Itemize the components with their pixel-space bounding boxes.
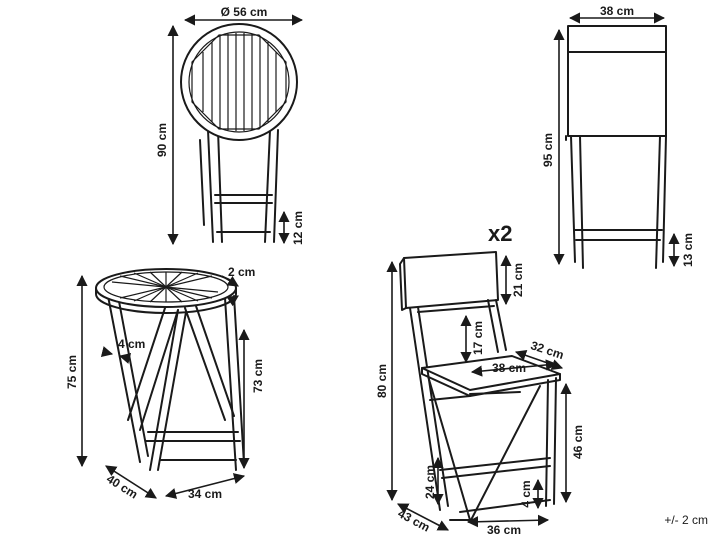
- tolerance-note: +/- 2 cm: [664, 513, 708, 527]
- table-leg-height-label: 73 cm: [251, 359, 265, 393]
- folded-chair-width-label: 38 cm: [600, 4, 634, 18]
- folded-chair-foot-label: 13 cm: [681, 233, 695, 267]
- chair-lower-bar-label: 24 cm: [423, 465, 437, 499]
- folded-table-drawing: [180, 23, 298, 243]
- table-leg-width-label: 4 cm: [118, 337, 145, 351]
- folded-chair-drawing: [565, 25, 667, 269]
- folded-table-diameter-label: Ø 56 cm: [221, 5, 268, 19]
- chair-height-label: 80 cm: [375, 364, 389, 398]
- chair-back-gap-label: 17 cm: [471, 321, 485, 355]
- folded-chair-height-label: 95 cm: [541, 133, 555, 167]
- table-height-label: 75 cm: [65, 355, 79, 389]
- open-table-drawing: [95, 268, 245, 471]
- quantity-label: x2: [488, 221, 512, 246]
- chair-foot-label: 4 cm: [519, 480, 533, 507]
- chair-width-label: 36 cm: [487, 523, 521, 537]
- folded-table-foot-label: 12 cm: [291, 211, 305, 245]
- table-top-thickness-label: 2 cm: [228, 265, 255, 279]
- chair-back-height-label: 21 cm: [511, 263, 525, 297]
- chair-seat-width-label: 38 cm: [492, 361, 526, 375]
- chair-depth-label: 43 cm: [396, 506, 433, 534]
- table-width-label: 34 cm: [188, 487, 222, 501]
- chair-seat-height-label: 46 cm: [571, 425, 585, 459]
- folded-table-height-label: 90 cm: [155, 123, 169, 157]
